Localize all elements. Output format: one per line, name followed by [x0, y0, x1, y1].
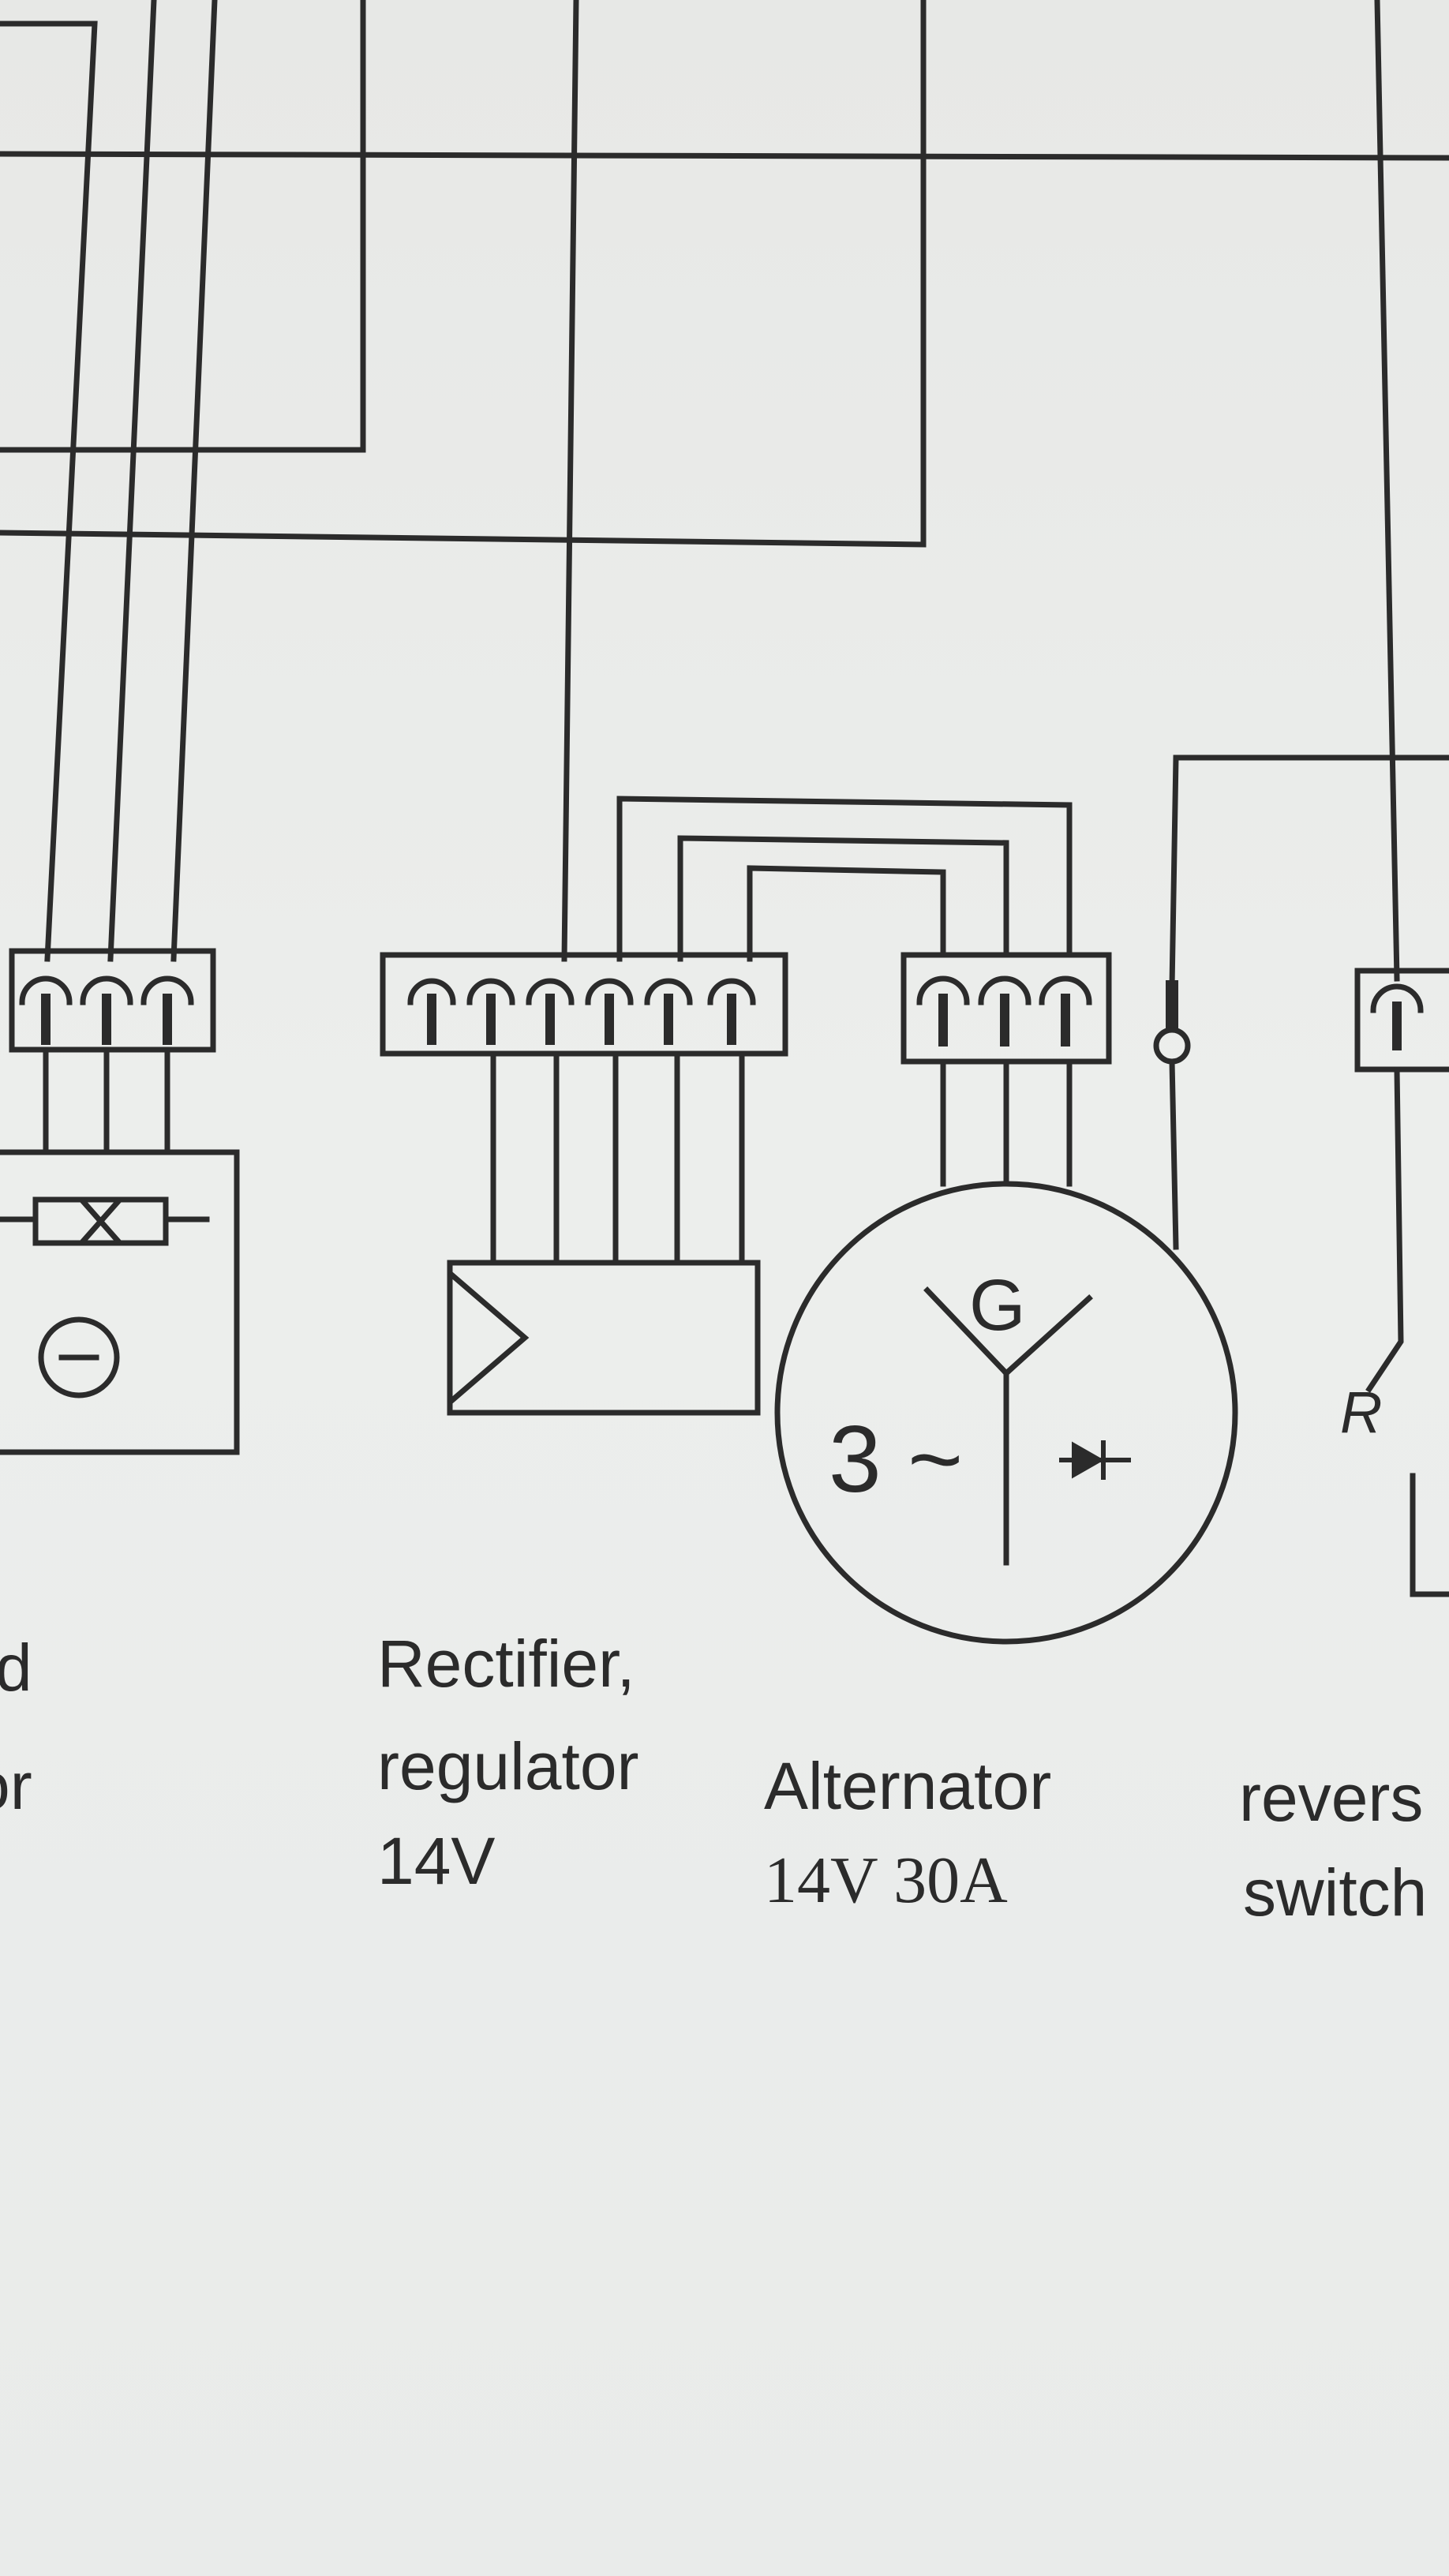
alternator-label-line2: 14V 30A: [764, 1844, 1008, 1917]
rectifier-label-line3: 14V: [377, 1824, 496, 1898]
phase-symbol: 3 ~: [829, 1406, 963, 1512]
reverse-switch-label-line1: revers: [1239, 1761, 1424, 1835]
alternator-connector: [900, 952, 1112, 1187]
switch-terminal-symbol: R: [1340, 1380, 1382, 1445]
rectifier-connector: [380, 952, 788, 1266]
alternator-label-line1: Alternator: [764, 1749, 1052, 1823]
left-component-box: [0, 1149, 240, 1455]
reverse-switch-label-line2: switch: [1243, 1855, 1428, 1930]
ring-terminal-wire: [1153, 754, 1449, 1250]
top-bus-wires: [0, 0, 1449, 962]
reverse-switch-wiring: [1354, 0, 1449, 1597]
left-component-label-line1: d: [0, 1631, 32, 1705]
rectifier-label-line2: regulator: [377, 1729, 639, 1803]
left-terminal-block: [9, 948, 216, 1155]
rectifier-box: [447, 1260, 761, 1416]
rectifier-label-line1: Rectifier,: [377, 1627, 635, 1701]
generator-symbol: G: [969, 1265, 1026, 1346]
rectifier-wires: [561, 0, 1073, 962]
alternator-symbol: [774, 1181, 1238, 1645]
left-component-label-line2: or: [0, 1749, 32, 1823]
